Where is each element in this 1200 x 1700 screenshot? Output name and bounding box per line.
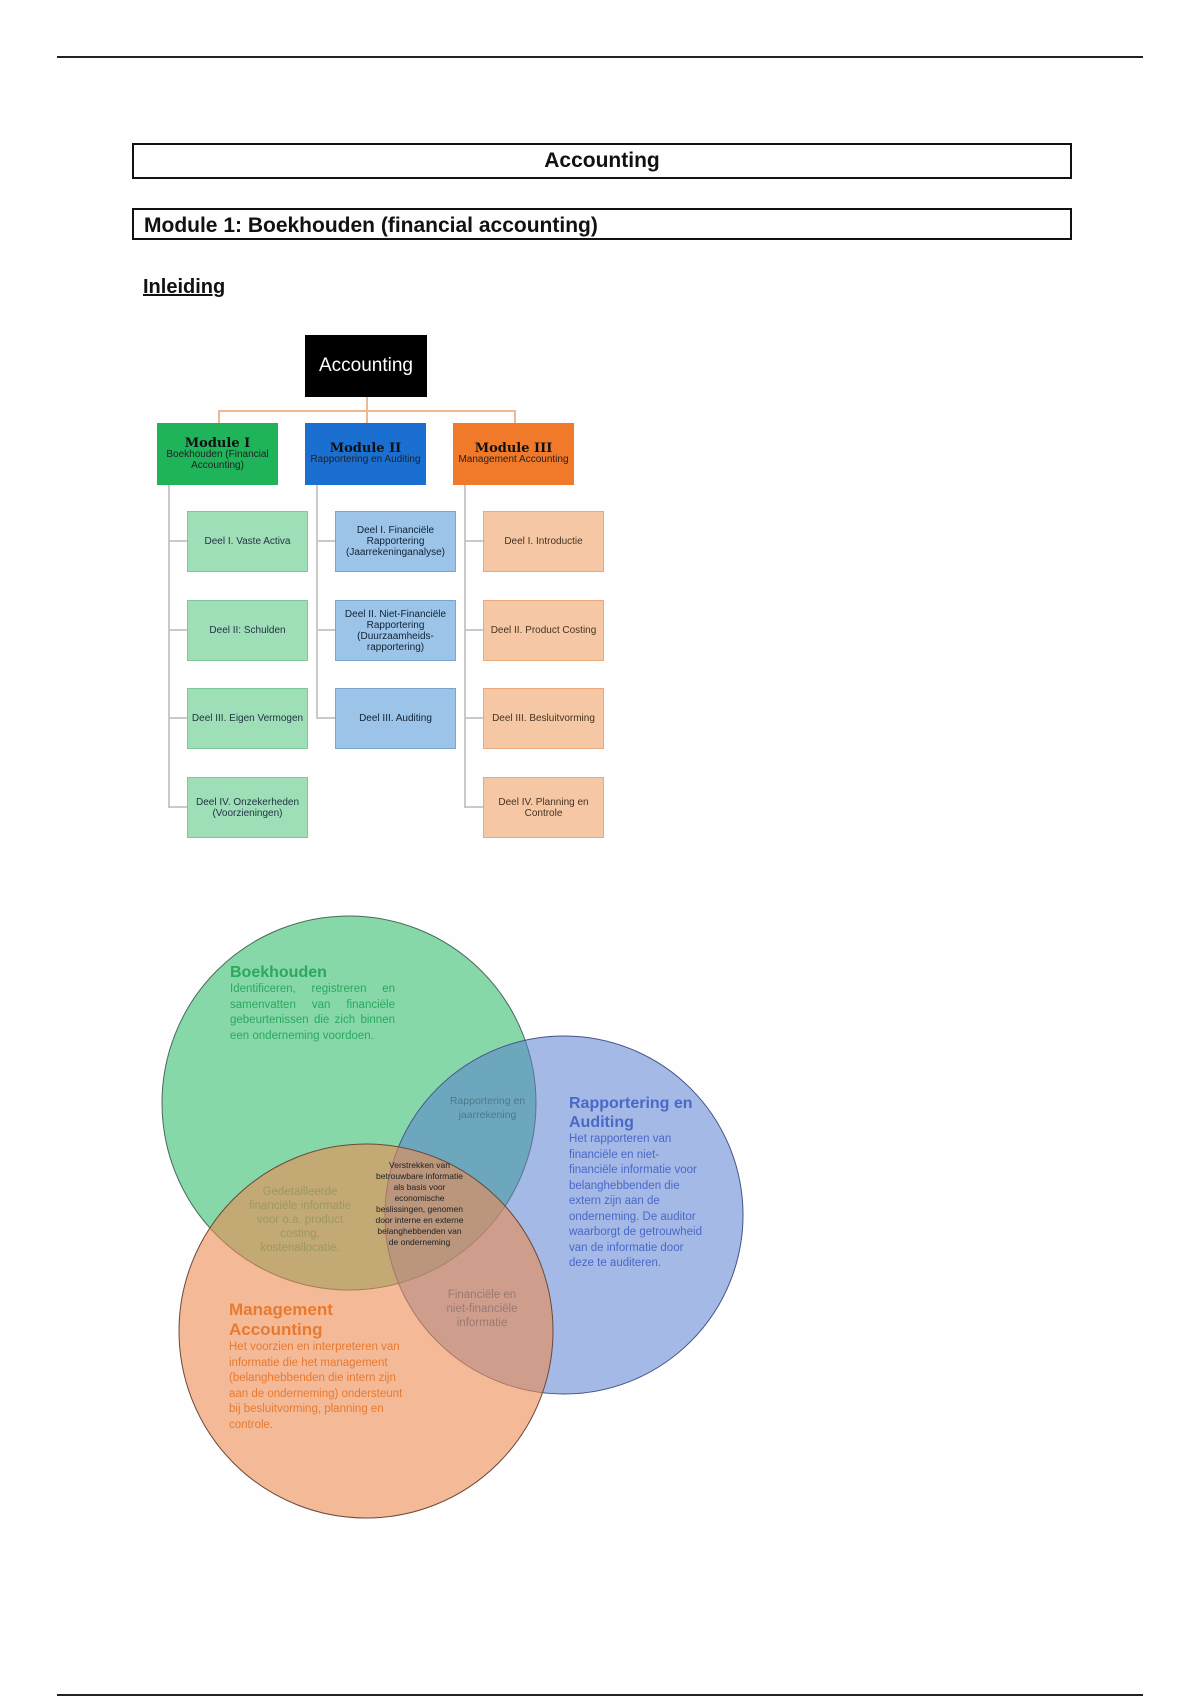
org-root: Accounting xyxy=(305,335,427,397)
module-title: Module II xyxy=(329,441,402,456)
org-part: Deel I. Financiële Rapportering (Jaarrek… xyxy=(335,511,456,572)
connector-line xyxy=(316,629,336,631)
org-part: Deel III. Besluitvorming xyxy=(483,688,604,749)
org-part: Deel IV. Planning en Controle xyxy=(483,777,604,838)
footer-rule xyxy=(57,1694,1143,1696)
connector-line xyxy=(168,540,188,542)
connector-line xyxy=(464,485,466,807)
venn-overlap-blue-orange: Financiële en niet-financiële informatie xyxy=(446,1289,518,1329)
connector-line xyxy=(168,717,188,719)
venn-overlap-green-orange: Gedetailleerde financiële informatie voo… xyxy=(248,1186,352,1254)
module-subtitle: Management Accounting xyxy=(458,454,569,465)
connector-line xyxy=(464,629,484,631)
connector-line xyxy=(514,410,516,424)
document-title: Accounting xyxy=(132,143,1072,179)
venn-overlap-green-blue: Rapportering en jaarrekening xyxy=(449,1095,526,1121)
venn-overlap-center: Verstrekken van betrouwbare informatie a… xyxy=(375,1160,464,1247)
connector-line xyxy=(316,485,318,717)
module-title: Module I xyxy=(184,435,251,451)
section-heading: Inleiding xyxy=(143,276,226,298)
org-part: Deel II: Schulden xyxy=(187,600,308,661)
org-part: Deel IV. Onzekerheden (Voorzieningen) xyxy=(187,777,308,838)
org-part: Deel I. Introductie xyxy=(483,511,604,572)
connector-line xyxy=(464,806,484,808)
connector-line xyxy=(168,806,188,808)
org-part: Deel III. Auditing xyxy=(335,688,456,749)
module-subtitle: Boekhouden (Financial Accounting) xyxy=(166,448,269,471)
connector-line xyxy=(316,540,336,542)
connector-line xyxy=(316,717,336,719)
venn-circle-management xyxy=(178,1143,554,1519)
org-part: Deel II. Product Costing xyxy=(483,600,604,661)
module-title: Module III xyxy=(474,441,553,456)
module-subtitle: Rapportering en Auditing xyxy=(310,454,421,465)
module-heading: Module 1: Boekhouden (financial accounti… xyxy=(132,208,1072,240)
org-part: Deel II. Niet-Financiële Rapportering (D… xyxy=(335,600,456,661)
connector-line xyxy=(218,410,220,424)
connector-line xyxy=(464,717,484,719)
connector-line xyxy=(366,396,368,424)
org-part: Deel I. Vaste Activa xyxy=(187,511,308,572)
connector-line xyxy=(168,629,188,631)
connector-line xyxy=(464,540,484,542)
connector-line xyxy=(168,485,170,807)
header-rule xyxy=(57,56,1143,58)
org-part: Deel III. Eigen Vermogen xyxy=(187,688,308,749)
